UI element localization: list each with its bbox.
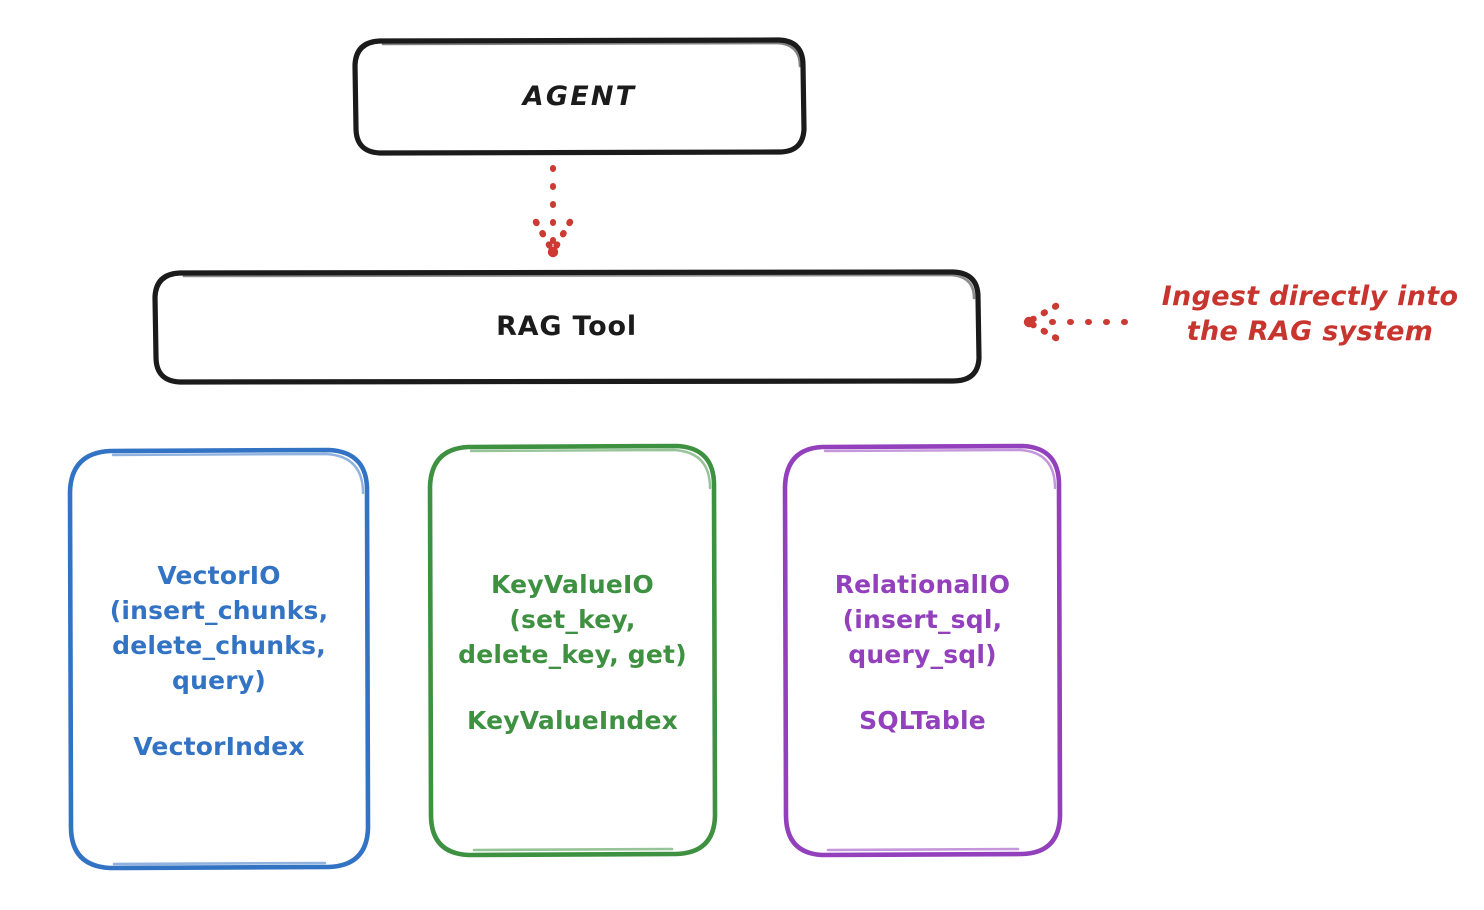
node-vector-io-content: VectorIO (insert_chunks, delete_chunks, … [70, 558, 368, 761]
node-key-value-io[interactable]: KeyValueIO (set_key, delete_key, get) Ke… [430, 446, 715, 855]
node-relational-io[interactable]: RelationalIO (insert_sql, query_sql) SQL… [785, 446, 1060, 855]
node-agent[interactable]: AGENT [355, 40, 804, 153]
node-agent-label: AGENT [522, 80, 637, 112]
node-key-value-io-sublabel: KeyValueIndex [466, 705, 679, 735]
node-rag-tool-label: RAG Tool [496, 311, 637, 343]
node-vector-io-label: VectorIO (insert_chunks, delete_chunks, … [109, 560, 329, 695]
node-relational-io-content: RelationalIO (insert_sql, query_sql) SQL… [785, 567, 1060, 735]
node-vector-io-sublabel: VectorIndex [133, 731, 305, 761]
arrow-annotation-to-ragtool [1023, 302, 1128, 342]
node-rag-tool[interactable]: RAG Tool [155, 272, 978, 382]
arrow-agent-to-ragtool [532, 165, 574, 258]
node-relational-io-sublabel: SQLTable [859, 705, 986, 735]
annotation-ingest-note: Ingest directly into the RAG system [1161, 281, 1459, 348]
node-relational-io-label: RelationalIO (insert_sql, query_sql) [834, 569, 1011, 669]
node-key-value-io-content: KeyValueIO (set_key, delete_key, get) Ke… [430, 567, 715, 735]
node-key-value-io-label: KeyValueIO (set_key, delete_key, get) [458, 569, 687, 669]
node-vector-io[interactable]: VectorIO (insert_chunks, delete_chunks, … [70, 450, 368, 868]
